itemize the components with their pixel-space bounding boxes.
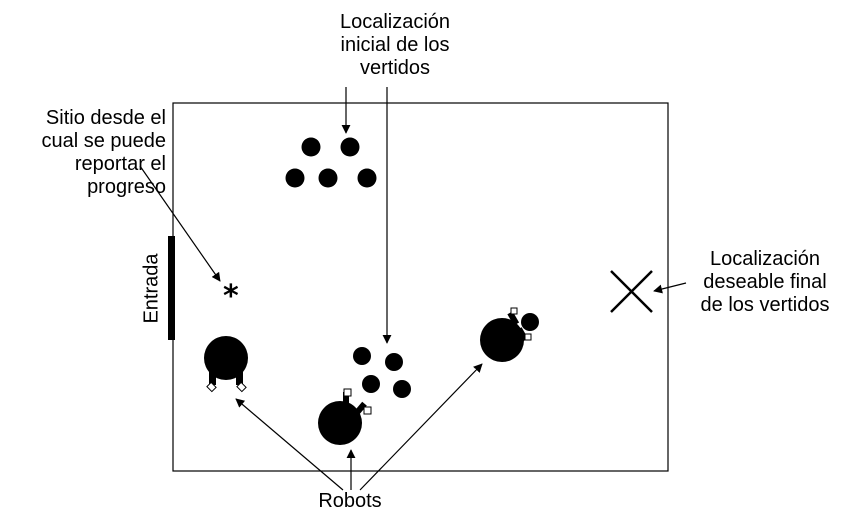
- robot-icon: [204, 336, 248, 393]
- x-mark-icon: [610, 270, 653, 313]
- arrow-robot-left: [235, 398, 344, 491]
- entrance-label: Entrada: [140, 253, 163, 324]
- arena-boundary: [172, 102, 669, 472]
- robots-label: Robots: [318, 490, 382, 512]
- spill: [353, 347, 371, 365]
- spill: [301, 137, 321, 157]
- spill: [357, 168, 377, 188]
- spill: [362, 375, 380, 393]
- spill: [385, 353, 403, 371]
- arrow-report-site: [139, 165, 221, 282]
- robot-icon: [318, 388, 372, 445]
- entrance-bar: [168, 236, 175, 340]
- spill: [340, 137, 360, 157]
- spill: [285, 168, 305, 188]
- initial-spill-location-label: Localización inicial de los vertidos: [339, 11, 451, 79]
- spill: [318, 168, 338, 188]
- report-site-label: Sitio desde el cual se puede reportar el…: [41, 107, 166, 198]
- annotation-arrows: [139, 87, 687, 491]
- current-spill-group: [353, 347, 411, 398]
- arrow-robot-right: [359, 363, 483, 491]
- final-location-label: Localización deseable final de los verti…: [700, 248, 830, 316]
- robot-icon: [480, 307, 539, 362]
- initial-spill-group: [285, 137, 377, 188]
- arrow-final-location: [653, 282, 687, 294]
- spill: [393, 380, 411, 398]
- progress-report-marker: *: [223, 279, 239, 314]
